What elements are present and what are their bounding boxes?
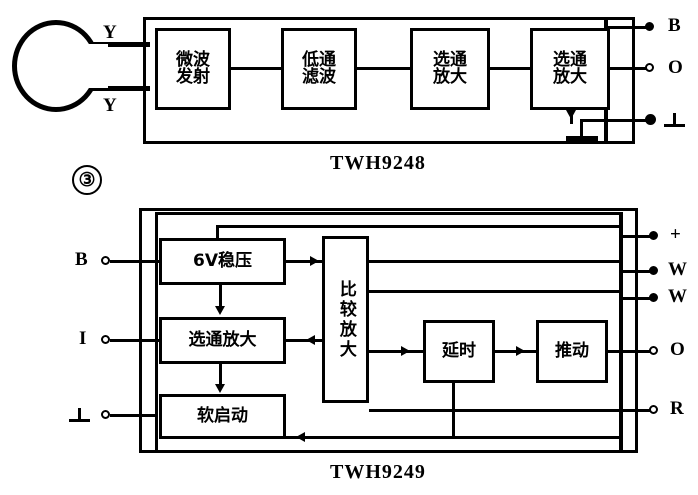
terminal-w1[interactable] [649,266,658,275]
wire-in-b [110,260,159,263]
block-soft-start: 软启动 [159,394,286,439]
pin-label-in-b: B [75,249,88,270]
wire-compare-to-delay [369,350,423,353]
arrow-softstart-feedback-icon [296,432,305,442]
arrow-gatedamp-down-icon [215,384,225,393]
block-label-line1: 微波 [176,49,210,70]
wire-reg-to-compare [286,260,322,263]
wire-in-i [110,339,159,342]
block-label-line2: 放大 [553,67,587,87]
wire-out-b [604,26,649,29]
pin-label-in-i: I [79,328,87,349]
pin-label-w2: W [668,286,687,307]
terminal-in-b[interactable] [101,256,110,265]
arrow-reg-to-compare-icon [310,256,319,266]
wire-out-gnd [604,119,649,122]
block-label: 选通放大 [188,329,257,350]
block-lowpass-filter: 低通 滤波 [281,28,357,110]
antenna-lead-gap [86,44,108,88]
block-label-line1: 低通 [302,49,336,70]
figure-number-badge: ③ [72,165,102,195]
bus-vertical-right-twh9249 [619,212,623,453]
block-delay: 延时 [423,320,495,383]
terminal-in-gnd[interactable] [101,410,110,419]
caption-twh9249: TWH9249 [330,461,426,483]
wire-softstart-feedback [286,436,622,439]
wire-delay-drop [452,383,455,436]
terminal-b-top[interactable] [645,22,654,31]
block-gated-amplifier-bottom: 选通放大 [159,317,286,364]
pin-label-o-top: O [668,57,683,78]
block-compare-amplifier: 比较放大 [322,236,369,403]
block-label: 推动 [555,340,589,361]
block-label: 延时 [442,340,476,361]
pin-label-b-top: B [668,15,681,36]
wire-gatedamp-to-softstart [219,364,222,385]
terminal-gnd-top[interactable] [645,114,656,125]
wire-compare-to-r [369,409,621,412]
terminal-o-top[interactable] [645,63,654,72]
ground-symbol-bottom-input [69,408,90,422]
antenna-lead-lower [88,86,150,91]
ic-boundary-twh9249 [139,208,638,453]
antenna-label-y-lower: Y [103,95,117,116]
arrow-gatedamp-to-compare-icon [306,335,315,345]
pin-label-r: R [670,398,684,419]
wire-feedback-top-rail [216,225,619,228]
wire-internal-ground-link [580,119,605,122]
block-drive: 推动 [536,320,608,383]
terminal-plus[interactable] [649,231,658,240]
wire-gatedamp-to-compare [286,339,322,342]
wire-compare-to-plus [369,260,621,263]
ground-symbol-top [664,113,685,127]
bus-vertical-left-twh9249 [155,212,158,453]
block-label: 软启动 [197,405,248,426]
block-microwave-transmit: 微波 发射 [155,28,231,110]
block-gated-amplifier-2: 选通 放大 [530,28,610,110]
ic-boundary-twh9248 [143,17,635,144]
arrow-compare-to-delay-icon [401,346,410,356]
block-label: 6V稳压 [193,250,252,271]
block-label: 比较放大 [335,279,356,360]
wire-top-rail-to-plus [155,212,623,215]
pin-label-o-bottom: O [670,339,685,360]
wire-lpf-to-gamp1 [357,67,410,70]
pin-label-w1: W [668,259,687,280]
arrow-gamp2-down-icon [566,110,576,119]
block-label-line1: 选通 [433,49,467,70]
wire-internal-ground-bar [566,136,598,141]
arrow-delay-to-drive-icon [516,346,525,356]
terminal-r[interactable] [649,405,658,414]
block-label-line2: 滤波 [302,67,336,87]
caption-twh9248: TWH9248 [330,152,426,174]
loop-antenna-icon [12,20,100,112]
wire-gamp1-to-gamp2 [490,67,530,70]
terminal-in-i[interactable] [101,335,110,344]
terminal-w2[interactable] [649,293,658,302]
wire-out-o [610,67,649,70]
wire-reg-to-gatedamp [219,285,222,308]
block-6v-regulator: 6V稳压 [159,238,286,285]
arrow-reg-down-icon [215,306,225,315]
wire-drive-to-out-o [608,350,652,353]
block-label-line2: 放大 [433,67,467,87]
block-gated-amplifier-1: 选通 放大 [410,28,490,110]
wire-in-gnd [110,414,157,417]
wire-compare-to-w1 [369,290,621,293]
pin-label-plus: + [670,224,681,245]
wire-delay-to-drive [495,350,536,353]
figure-number-text: ③ [78,169,96,191]
block-label-line1: 选通 [553,49,587,70]
block-label-line2: 发射 [176,67,210,87]
antenna-label-y-upper: Y [103,22,117,43]
wire-mwtx-to-lpf [231,67,281,70]
antenna-lead-upper [88,42,150,47]
terminal-o-bottom[interactable] [649,346,658,355]
wire-internal-ground-stem [580,119,583,138]
wire-feedback-top-drop [216,225,219,241]
